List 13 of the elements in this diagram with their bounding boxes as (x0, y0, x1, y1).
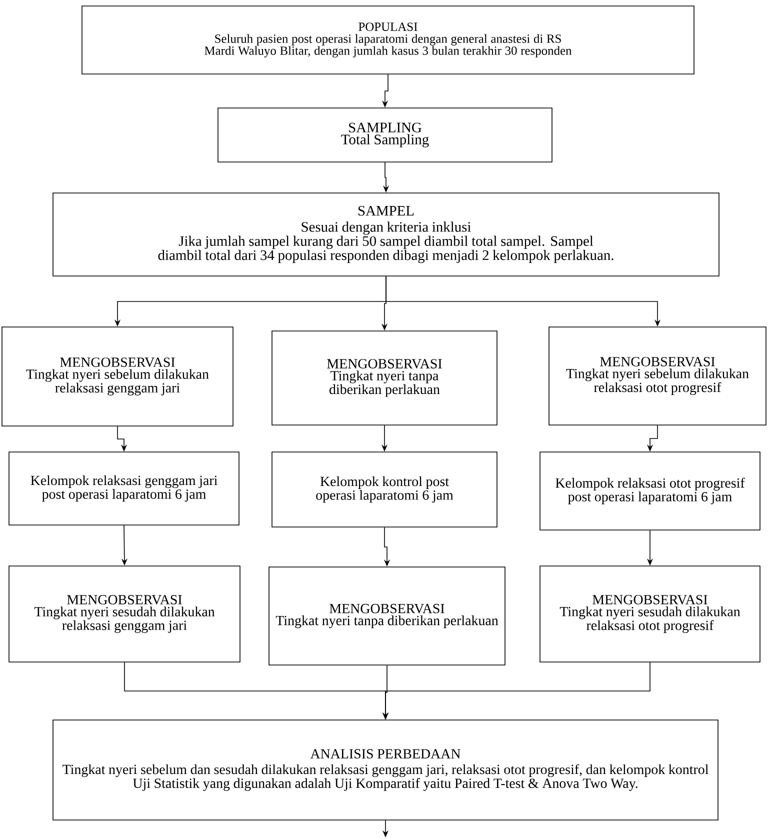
process-box: Kelompok kontrol post operasi laparatomi 6 jam (272, 452, 498, 528)
process-box: Kelompok relaksasi genggam jari post operasi laparatomi 6 jam (8, 452, 240, 526)
process-box: ANALISIS PERBEDAAN Tingkat nyeri sebelum dan sesudah dilakukan relaksasi genggam jari, relaksasi otot progresif, dan kelompok kontrol Uji Statistik yang digunakan adalah Uji Komparatif yaitu Paired T-test & Anova Two Way. (52, 720, 718, 820)
process-box: SAMPEL Sesuai dengan kriteria inklusi Jika jumlah sampel kurang dari 50 sampel diambil total sampel. Sampel diambil total dari 34 populasi responden dibagi menjadi 2 kelompok perlakuan. (52, 192, 720, 276)
process-box: POPULASI Seluruh pasien post operasi laparatomi dengan general anastesi di RS Mardi Waluyo Blitar, dengan jumlah kasus 3 bulan terakhir 30 responden (82, 6, 694, 74)
process-box: MENGOBSERVASI Tingkat nyeri tanpa diberikan perlakuan (272, 330, 498, 426)
process-box: SAMPLING Total Sampling (218, 108, 552, 162)
process-box: MENGOBSERVASI Tingkat nyeri sebelum dilakukan relaksasi otot progresif (548, 326, 766, 426)
process-box: MENGOBSERVASI Tingkat nyeri tanpa diberikan perlakuan (268, 566, 506, 666)
process-box: MENGOBSERVASI Tingkat nyeri sesudah dilakukan relaksasi otot progresif (540, 566, 760, 662)
process-box: Kelompok relaksasi otot progresif post operasi laparatomi 6 jam (540, 452, 760, 530)
process-box: MENGOBSERVASI Tingkat nyeri sebelum dilakukan relaksasi genggam jari (2, 326, 234, 426)
process-box: MENGOBSERVASI Tingkat nyeri sesudah dilakukan relaksasi genggam jari (8, 566, 240, 662)
